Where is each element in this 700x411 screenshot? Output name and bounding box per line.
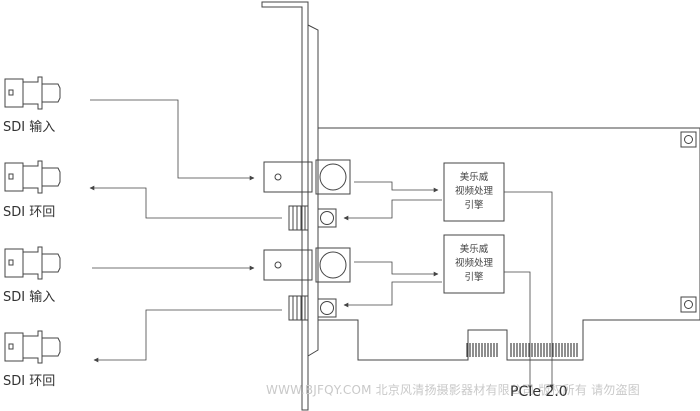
- bnc-connector-icon-3: [4, 246, 61, 280]
- signal-loop-2: [93, 309, 282, 363]
- engine-label-2: 美乐威 视频处理 引擎: [445, 243, 503, 285]
- bnc-connector-icon-4: [4, 330, 61, 364]
- pcie-edge-contacts-right: [510, 343, 578, 357]
- pcie-edge-contacts-left: [466, 343, 498, 357]
- port-label-1: SDI 输入: [3, 120, 56, 135]
- card-bnc-input-1: [263, 159, 351, 195]
- engine-box-2: [443, 234, 505, 294]
- mounting-hole-1: [680, 131, 697, 148]
- mounting-hole-2: [680, 296, 697, 313]
- engine-1-line-1: 美乐威: [459, 172, 489, 183]
- engine-2-line-1: 美乐威: [459, 244, 489, 255]
- signal-engine2-loop2: [343, 281, 442, 308]
- engine-2-line-2: 视频处理: [454, 258, 493, 269]
- signal-engine2-bus: [504, 271, 533, 390]
- signal-loop-1: [89, 185, 282, 219]
- engine-label-1: 美乐威 视频处理 引擎: [445, 171, 503, 213]
- port-label-2: SDI 环回: [3, 205, 56, 220]
- engine-1-line-3: 引擎: [464, 200, 484, 211]
- signal-engine1-bus: [504, 191, 555, 390]
- signal-bnc2-engine2: [354, 261, 439, 277]
- signal-bnc1-engine1: [354, 181, 439, 193]
- bus-label: PCIe 2.0: [510, 384, 568, 400]
- card-bnc-input-2: [263, 247, 351, 283]
- port-label-4: SDI 环回: [3, 374, 56, 389]
- signal-lines: [89, 99, 555, 390]
- bnc-connector-icon-2: [4, 160, 61, 194]
- watermark: WWW.BJFQY.COM 北京风清扬摄影器材有限公司 版权所有 请勿盗图: [266, 383, 640, 397]
- port-label-3: SDI 输入: [3, 290, 56, 305]
- circuit-board: [318, 127, 700, 361]
- engine-1-line-2: 视频处理: [454, 186, 493, 197]
- card-bnc-loop-2: [288, 295, 337, 321]
- signal-in-1: [90, 99, 255, 181]
- signal-engine1-loop1: [343, 199, 442, 221]
- engine-2-line-3: 引擎: [464, 272, 484, 283]
- pci-bracket: [261, 1, 319, 411]
- card-bnc-loop-1: [288, 205, 337, 231]
- bnc-connector-icon-1: [4, 76, 61, 110]
